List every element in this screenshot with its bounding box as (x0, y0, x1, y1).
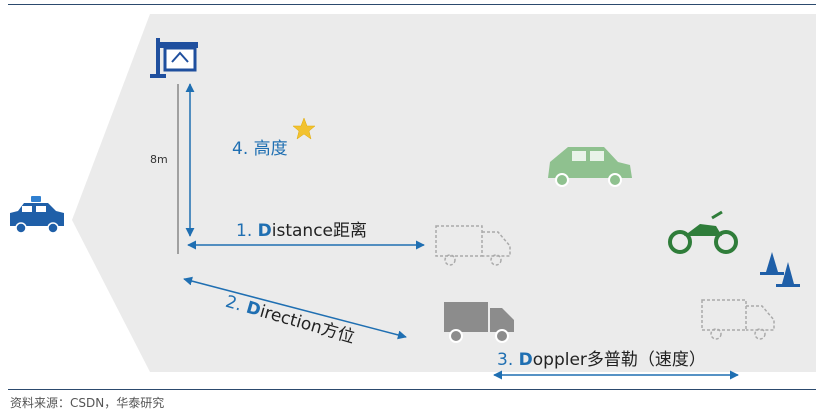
doppler-label-rest: oppler多普勒（速度） (532, 350, 706, 370)
truck-gray-icon (444, 302, 514, 343)
direction-arrow (183, 276, 407, 340)
distance-label: 1. Distance距离 (236, 216, 367, 241)
doppler-label-initial: D (518, 350, 533, 370)
pole-height-label: 8m (150, 153, 168, 166)
distance-label-rest: istance距离 (271, 221, 367, 241)
doppler-label-num: 3. (497, 350, 519, 370)
bottom-rule (8, 389, 816, 390)
height-label: 4. 高度 (232, 134, 288, 159)
top-rule (8, 4, 816, 5)
police-car-icon (10, 196, 64, 234)
doppler-label: 3. Doppler多普勒（速度） (497, 345, 706, 370)
height-label-text: 高度 (253, 139, 288, 159)
traffic-cones-icon (760, 252, 800, 287)
motorcycle-icon (668, 210, 738, 254)
source-note: 资料来源：CSDN，华泰研究 (10, 396, 165, 410)
road-sign-icon (150, 38, 198, 78)
truck-outline-icon (435, 225, 511, 266)
green-car-icon (548, 147, 632, 187)
height-label-num: 4. (232, 139, 254, 159)
distance-label-num: 1. (236, 221, 258, 241)
star-icon (292, 117, 316, 140)
truck-outline-far-icon (701, 299, 775, 340)
distance-label-initial: D (257, 221, 272, 241)
